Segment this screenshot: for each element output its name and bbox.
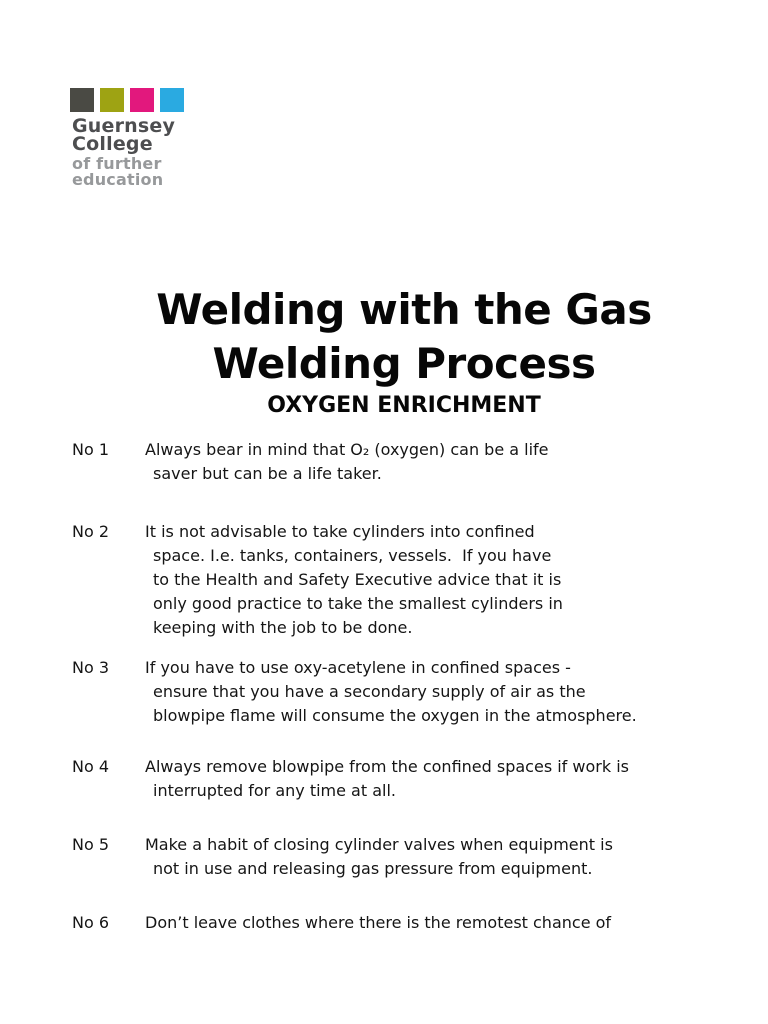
- note-no-3: No 3 If you have to use oxy-acetylene in…: [72, 656, 637, 728]
- note-number: No 5: [72, 835, 110, 854]
- note-text: If you have to use oxy-acetylene in conf…: [145, 656, 637, 728]
- note-text: Don’t leave clothes where there is the r…: [145, 911, 611, 935]
- note-text: Always bear in mind that O₂ (oxygen) can…: [145, 438, 549, 486]
- logo-square-olive-icon: [100, 88, 124, 112]
- note-line: not in use and releasing gas pressure fr…: [153, 859, 593, 878]
- note-no-6: No 6 Don’t leave clothes where there is …: [72, 911, 611, 935]
- note-line: Always remove blowpipe from the confined…: [145, 757, 629, 776]
- note-line: space. I.e. tanks, containers, vessels. …: [153, 546, 552, 565]
- note-number: No 1: [72, 440, 110, 459]
- page-title-line-1: Welding with the Gas: [156, 285, 652, 334]
- note-line: Always bear in mind that O₂ (oxygen) can…: [145, 440, 549, 459]
- note-no-4: No 4 Always remove blowpipe from the con…: [72, 755, 629, 803]
- note-line: keeping with the job to be done.: [153, 618, 413, 637]
- note-line: only good practice to take the smallest …: [153, 594, 563, 613]
- guernsey-college-logo: Guernsey College of further education: [70, 88, 184, 188]
- note-line: blowpipe flame will consume the oxygen i…: [153, 706, 637, 725]
- page-title-line-2: Welding Process: [212, 339, 597, 388]
- note-line: to the Health and Safety Executive advic…: [153, 570, 562, 589]
- note-number: No 2: [72, 522, 110, 541]
- logo-square-grey-icon: [70, 88, 94, 112]
- logo-name-line1: Guernsey: [72, 115, 176, 137]
- logo-tagline-line1: of further: [72, 154, 162, 173]
- logo-squares: [70, 88, 184, 112]
- note-text: Always remove blowpipe from the confined…: [145, 755, 629, 803]
- note-number: No 4: [72, 757, 110, 776]
- note-text: It is not advisable to take cylinders in…: [145, 520, 563, 640]
- document-title-block: Welding with the Gas Welding Process OXY…: [40, 283, 768, 417]
- note-no-5: No 5 Make a habit of closing cylinder va…: [72, 833, 613, 881]
- logo-tagline-line2: education: [72, 170, 164, 189]
- note-number: No 3: [72, 658, 110, 677]
- note-line: It is not advisable to take cylinders in…: [145, 522, 535, 541]
- note-line: ensure that you have a secondary supply …: [153, 682, 586, 701]
- note-no-1: No 1 Always bear in mind that O₂ (oxygen…: [72, 438, 549, 486]
- note-line: Make a habit of closing cylinder valves …: [145, 835, 613, 854]
- note-no-2: No 2 It is not advisable to take cylinde…: [72, 520, 563, 640]
- note-line: interrupted for any time at all.: [153, 781, 396, 800]
- note-line: Don’t leave clothes where there is the r…: [145, 913, 612, 932]
- note-text: Make a habit of closing cylinder valves …: [145, 833, 613, 881]
- note-number: No 6: [72, 913, 110, 932]
- note-line: saver but can be a life taker.: [153, 464, 382, 483]
- logo-square-magenta-icon: [130, 88, 154, 112]
- logo-name-line2: College: [72, 133, 153, 155]
- note-line: If you have to use oxy-acetylene in conf…: [145, 658, 571, 677]
- page-subtitle: OXYGEN ENRICHMENT: [267, 393, 541, 418]
- logo-square-cyan-icon: [160, 88, 184, 112]
